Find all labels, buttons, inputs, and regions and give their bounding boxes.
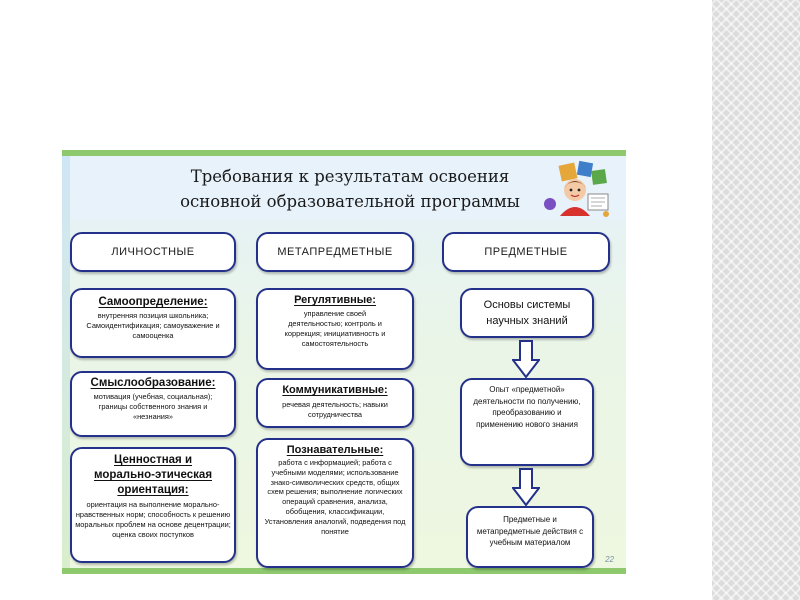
subject-box-2-text: Опыт «предметной» деятельности по получе… <box>462 384 592 430</box>
slide-title: Требования к результатам освоения основн… <box>140 164 560 214</box>
personal-box-2-text: мотивация (учебная, социальная); границы… <box>72 392 234 422</box>
down-arrow-icon <box>512 468 540 506</box>
subject-box-1-text: Основы системы научных знаний <box>484 299 571 327</box>
header-metasubject: МЕТАПРЕДМЕТНЫЕ <box>256 232 414 272</box>
header-metasubject-label: МЕТАПРЕДМЕТНЫЕ <box>277 246 392 258</box>
meta-box-regulatory: Регулятивные: управление своей деятельно… <box>256 288 414 370</box>
subject-box-experience: Опыт «предметной» деятельности по получе… <box>460 378 594 466</box>
subject-box-3-text: Предметные и метапредметные действия с у… <box>468 514 592 549</box>
meta-box-2-text: речевая деятельность; навыки сотрудничес… <box>258 400 412 420</box>
down-arrow-icon <box>512 340 540 378</box>
personal-box-2-heading: Смыслообразование: <box>72 377 234 389</box>
clipart-illustration <box>542 160 614 218</box>
meta-box-communicative: Коммуникативные: речевая деятельность; н… <box>256 378 414 428</box>
personal-box-3-text: ориентация на выполнение морально-нравст… <box>72 500 234 540</box>
meta-box-3-text: работа с информацией; работа с учебными … <box>258 458 412 536</box>
header-subject-label: ПРЕДМЕТНЫЕ <box>484 246 567 258</box>
title-line-1: Требования к результатам освоения <box>140 164 560 189</box>
left-accent <box>62 156 70 568</box>
meta-box-cognitive: Познавательные: работа с информацией; ра… <box>256 438 414 568</box>
personal-box-1-text: внутренняя позиция школьника; Самоиденти… <box>72 311 234 341</box>
personal-box-self-determination: Самоопределение: внутренняя позиция школ… <box>70 288 236 358</box>
meta-box-1-heading: Регулятивные: <box>258 294 412 306</box>
meta-box-3-heading: Познавательные: <box>258 444 412 456</box>
slide-image: Требования к результатам освоения основн… <box>62 150 626 574</box>
personal-box-meaning-formation: Смыслообразование: мотивация (учебная, с… <box>70 371 236 437</box>
page-number: 22 <box>605 555 614 564</box>
subject-box-actions: Предметные и метапредметные действия с у… <box>466 506 594 568</box>
header-subject: ПРЕДМЕТНЫЕ <box>442 232 610 272</box>
header-personal-label: ЛИЧНОСТНЫЕ <box>111 246 194 258</box>
personal-box-value-orientation: Ценностная и морально-этическая ориентац… <box>70 447 236 563</box>
personal-box-3-heading: Ценностная и морально-этическая ориентац… <box>72 453 234 498</box>
decorative-side-stripe <box>712 0 800 600</box>
subject-box-knowledge-basics: Основы системы научных знаний <box>460 288 594 338</box>
bottom-green-strip <box>62 568 626 574</box>
header-personal: ЛИЧНОСТНЫЕ <box>70 232 236 272</box>
personal-box-1-heading: Самоопределение: <box>72 296 234 308</box>
meta-box-1-text: управление своей деятельностью; контроль… <box>258 309 412 349</box>
meta-box-2-heading: Коммуникативные: <box>258 384 412 396</box>
title-line-2: основной образовательной программы <box>140 189 560 214</box>
